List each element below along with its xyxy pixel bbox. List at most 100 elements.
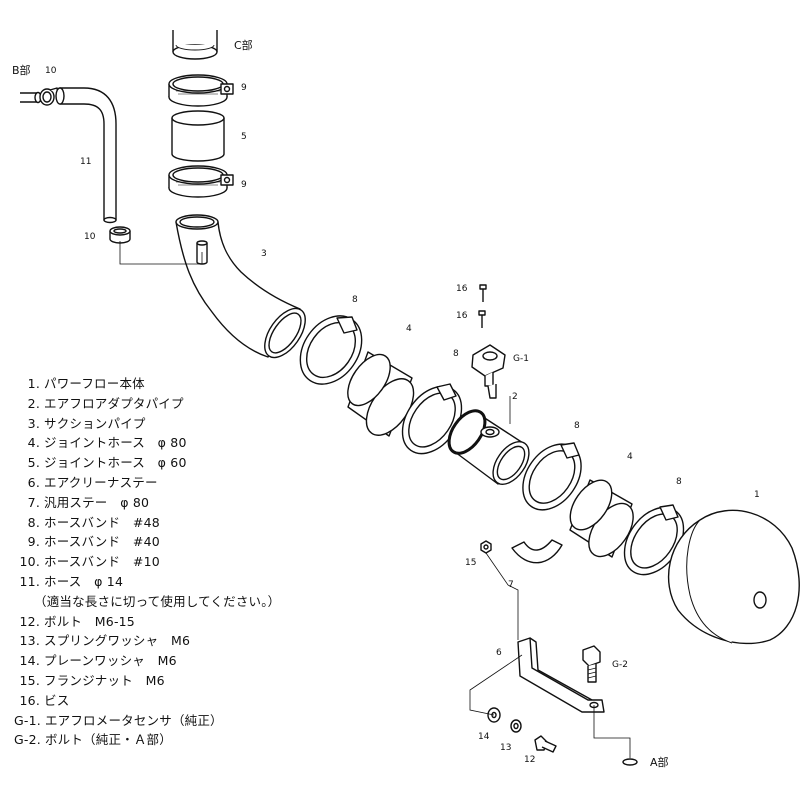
parts-list-number: 2. [27,395,40,411]
parts-list-item: 6.エアクリーナステー [14,473,280,493]
callout-15: 15 [465,558,476,568]
parts-list-item: 3.サクションパイプ [14,414,280,434]
parts-list-text: プレーンワッシャ M6 [44,653,177,669]
parts-list-item: 12.ボルト M6-15 [14,612,280,632]
parts-list-text: 汎用ステー φ 80 [44,494,150,510]
parts-list-number: 4. [27,435,40,451]
parts-list-number: 3. [27,415,40,431]
parts-list-item: G-1.エアフロメータセンサ（純正） [14,711,280,731]
section-c-label: C部 [234,38,253,52]
air-flow-meter-sensor [471,344,506,399]
parts-list-number: 15. [19,672,40,688]
callout-13: 13 [500,743,511,753]
joint-hose-60 [171,110,225,162]
parts-list-text: ジョイントホース φ 60 [44,455,187,471]
parts-list-item: 11.ホース φ 14 [14,572,280,592]
callout-16-b: 16 [456,311,468,321]
parts-list-text: スプリングワッシャ M6 [44,633,191,649]
callout-2: 2 [512,392,518,402]
parts-list-text: ホースバンド #10 [44,554,160,570]
parts-list-number: 12. [19,613,40,629]
hose-band-48-a [299,315,363,385]
parts-list-item: G-2.ボルト（純正・Ａ部） [14,730,280,750]
callout-5: 5 [241,132,247,142]
parts-list-text: （適当な長さに切って使用してください。） [34,593,281,609]
parts-list-number: G-2. [14,732,41,748]
parts-list-item: 2.エアフロアダプタパイプ [14,394,280,414]
parts-list-number: 16. [19,692,40,708]
parts-list-number: 13. [19,633,40,649]
joint-hose-80-upper [347,351,415,437]
parts-list-number: 9. [27,534,40,550]
parts-list-text: ホース φ 14 [44,573,124,589]
callout-8-d: 8 [676,477,682,487]
callout-16-a: 16 [456,284,468,294]
callout-4-upper: 4 [406,324,412,334]
parts-list-item: 13.スプリングワッシャ M6 [14,631,280,651]
generic-stay-80 [511,539,563,564]
section-a-label: A部 [650,755,669,769]
callout-8-b: 8 [453,349,459,359]
callout-g2: G-2 [612,660,628,670]
parts-list-text: ボルト M6-15 [44,613,135,629]
callout-9-lower: 9 [241,180,247,190]
parts-list-number: 8. [27,514,40,530]
flange-nut [480,540,492,554]
parts-list-text: ビス [44,692,70,708]
hose-14 [55,87,117,224]
parts-list-text: フランジナット M6 [44,672,165,688]
callout-4-lower: 4 [627,452,633,462]
parts-list-text: ホースバンド #40 [44,534,160,550]
callout-10-top: 10 [45,66,57,76]
air-cleaner-stay [517,637,605,713]
hose-band-10-mid [109,226,131,244]
parts-list-item: 7.汎用ステー φ 80 [14,493,280,513]
leader-lines [119,241,631,758]
parts-list-number: 5. [27,455,40,471]
parts-list-text: エアフロアダプタパイプ [44,395,184,411]
parts-list-text: エアフロメータセンサ（純正） [44,712,223,728]
parts-list-number: 14. [19,653,40,669]
c-section-pipe-end [172,30,218,60]
callout-11: 11 [80,157,91,167]
callout-g1: G-1 [513,354,529,364]
parts-list-text: エアクリーナステー [44,474,158,490]
power-flow-body [667,509,800,645]
parts-list-item: 10.ホースバンド #10 [14,552,280,572]
bolt-m6-15 [534,735,557,753]
callout-12: 12 [524,755,535,765]
callout-14: 14 [478,732,490,742]
callout-7: 7 [508,580,514,590]
parts-list-item: 16.ビス [14,691,280,711]
hose-band-48-b [401,383,463,455]
section-b-label: B部 [12,63,31,77]
parts-list-number: 7. [27,494,40,510]
lower-hose-band-40 [168,165,234,198]
callout-9-upper: 9 [241,83,247,93]
parts-list-number: 6. [27,474,40,490]
suction-pipe [175,214,306,359]
callout-6: 6 [496,648,502,658]
hose-band-10-top [39,87,59,106]
parts-list-number: 10. [19,554,40,570]
parts-list-item: 15.フランジナット M6 [14,671,280,691]
air-flow-adapter-pipe [447,409,530,485]
bolt-g2 [582,645,601,683]
a-section-mount [622,758,638,766]
screws-16 [478,284,487,328]
spring-washer [510,719,522,733]
b-section-nipple [20,91,42,104]
parts-list-text: ジョイントホース φ 80 [44,435,187,451]
parts-list-number: G-1. [14,712,41,728]
parts-list-text: ホースバンド #48 [44,514,160,530]
callout-8-c: 8 [574,421,580,431]
parts-list-number: 11. [19,573,40,589]
hose-band-48-c [522,442,582,511]
upper-hose-band-40 [168,74,234,107]
parts-list-item: 8.ホースバンド #48 [14,513,280,533]
joint-hose-80-lower [569,479,634,558]
callout-1: 1 [754,490,760,500]
parts-list-item: 14.プレーンワッシャ M6 [14,651,280,671]
